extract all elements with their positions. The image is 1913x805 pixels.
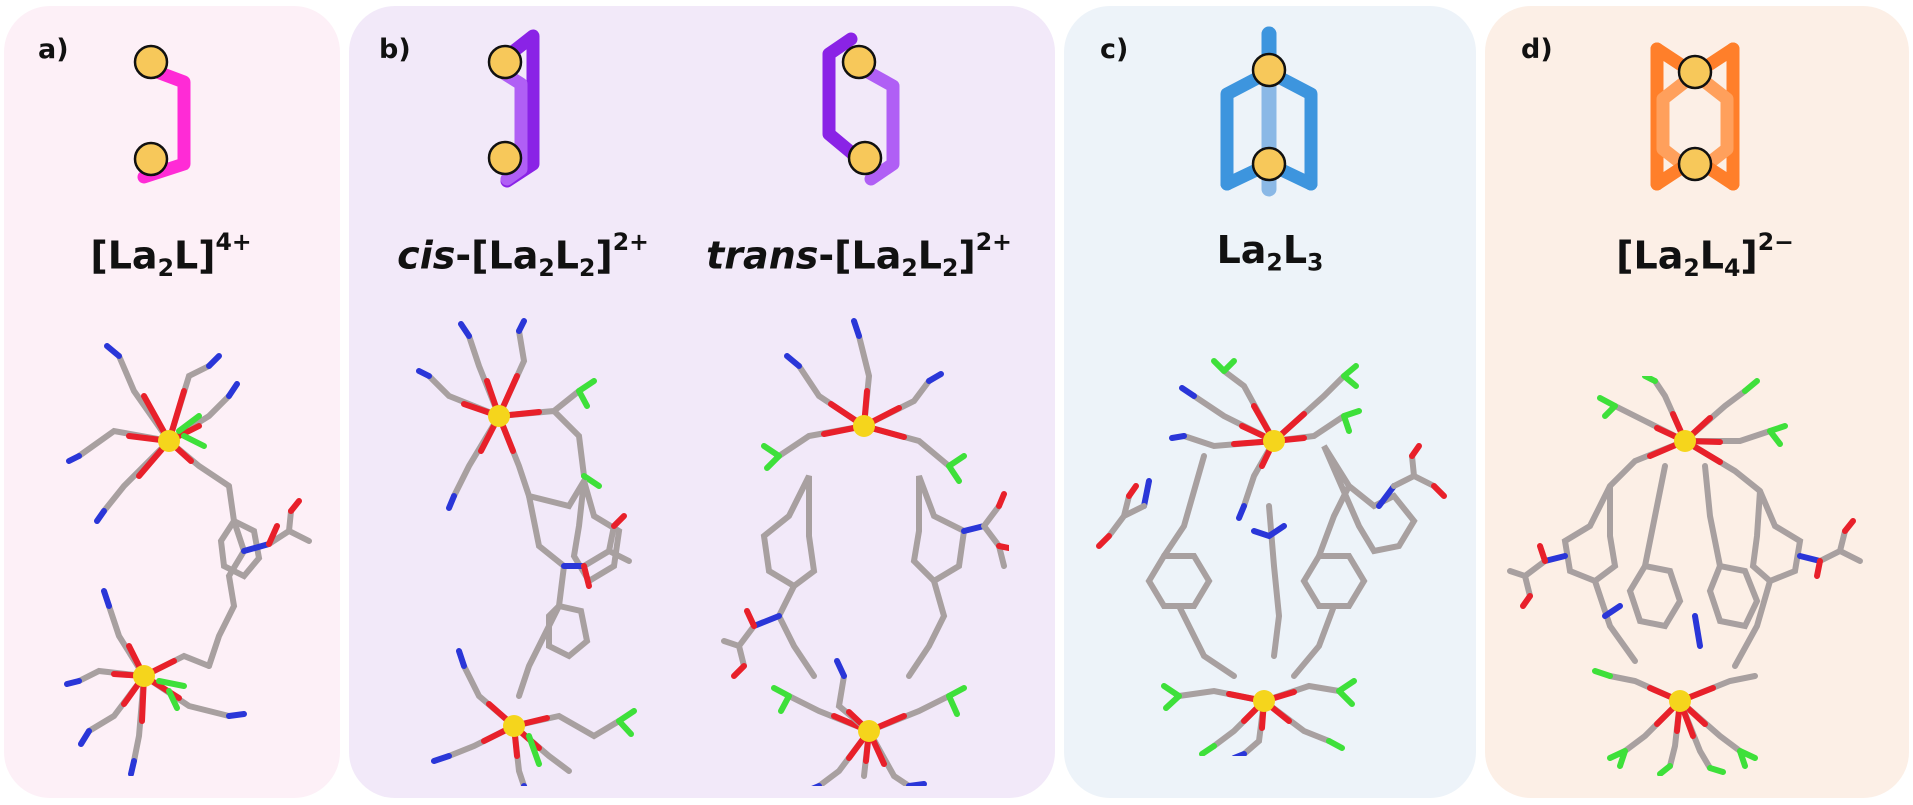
la-ion-sphere bbox=[1253, 690, 1275, 712]
panel-d-letter: d) bbox=[1521, 34, 1553, 65]
la-ion-sphere bbox=[1674, 430, 1696, 452]
la-ion-circle-icon bbox=[487, 44, 523, 80]
cis-la2l2-schematic-icon bbox=[487, 29, 540, 188]
panel-c: c) La2L3 bbox=[1064, 6, 1476, 798]
la-ion-circle-icon bbox=[1677, 146, 1713, 182]
la-ion-circle-icon bbox=[1251, 52, 1287, 88]
panel-d: d) [La2L4]2− bbox=[1485, 6, 1909, 798]
la-ion-circle-icon bbox=[133, 141, 169, 177]
la2l-schematic-icon bbox=[133, 44, 191, 184]
la-ion-circle-icon bbox=[841, 44, 877, 80]
la2l4-schematic-icon bbox=[1650, 42, 1740, 191]
crystal-structure-la2l3 bbox=[1096, 358, 1447, 756]
panel-a-letter: a) bbox=[38, 34, 69, 65]
formula-la2l4: [La2L4]2− bbox=[1616, 228, 1794, 282]
la-ion-sphere bbox=[858, 720, 880, 742]
la-ion-sphere bbox=[158, 430, 180, 452]
formula-cis-la2l2: cis-[La2L2]2+ bbox=[397, 228, 649, 282]
la-ion-sphere bbox=[488, 405, 510, 427]
crystal-structure-la2l bbox=[64, 343, 312, 776]
trans-la2l2-schematic-icon bbox=[822, 32, 900, 186]
la2l3-schematic-icon bbox=[1220, 26, 1318, 197]
panel-c-letter: c) bbox=[1100, 34, 1129, 65]
la-ion-sphere bbox=[503, 715, 525, 737]
panel-b: b) cis-[La2L2]2+ trans-[La2L2]2+ bbox=[349, 6, 1055, 798]
formula-la2l3: La2L3 bbox=[1216, 228, 1324, 277]
la-ion-sphere bbox=[133, 665, 155, 687]
la-ion-sphere bbox=[1263, 430, 1285, 452]
crystal-structure-trans-la2l2 bbox=[721, 318, 1009, 786]
la-ion-circle-icon bbox=[1677, 54, 1713, 90]
crystal-structure-la2l4 bbox=[1507, 376, 1863, 776]
la-ion-circle-icon bbox=[847, 140, 883, 176]
la-ion-circle-icon bbox=[487, 140, 523, 176]
formula-la2l: [La2L]4+ bbox=[90, 228, 252, 282]
la-ion-circle-icon bbox=[133, 44, 169, 80]
formula-trans-la2l2: trans-[La2L2]2+ bbox=[706, 228, 1012, 282]
panel-a: a) [La2L]4+ bbox=[4, 6, 340, 798]
panel-b-letter: b) bbox=[379, 34, 411, 65]
la-ion-sphere bbox=[1669, 690, 1691, 712]
la-ion-circle-icon bbox=[1251, 146, 1287, 182]
la-ion-sphere bbox=[853, 415, 875, 437]
crystal-structure-cis-la2l2 bbox=[416, 318, 637, 786]
